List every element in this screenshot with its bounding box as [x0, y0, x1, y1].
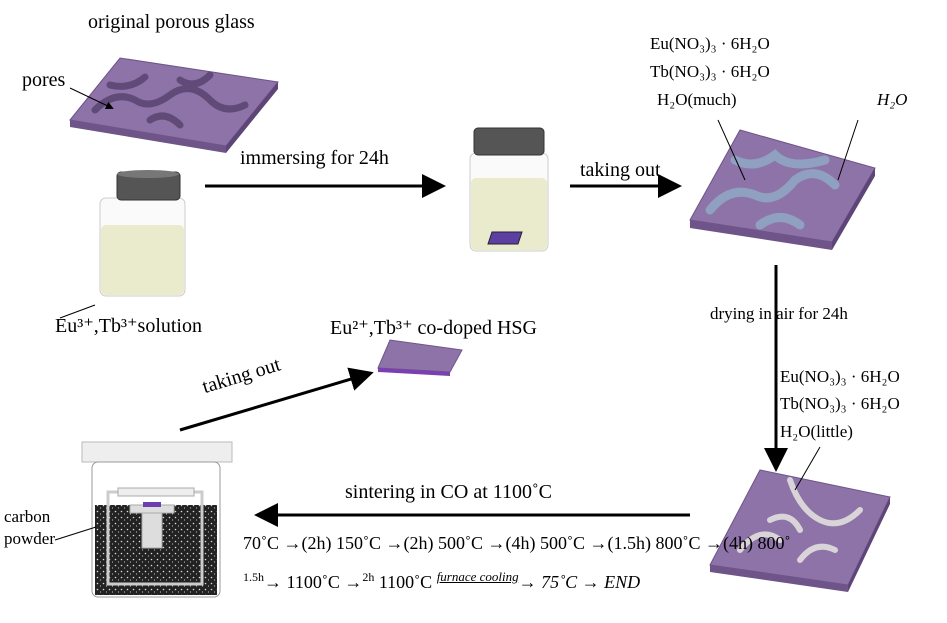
original-glass-label: original porous glass	[88, 11, 255, 33]
taking-out-arrow-2	[179, 367, 374, 432]
little-water-pointer	[794, 446, 821, 491]
schedule-line-1: 70˚C →(2h) 150˚C →(2h) 500˚C →(4h) 500˚C…	[243, 533, 791, 553]
end-label: 75˚C → END	[541, 572, 641, 592]
solution-pointer	[59, 304, 96, 319]
pores-label: pores	[22, 69, 66, 91]
solution-label: Eu³⁺,Tb³⁺solution	[55, 315, 202, 337]
carbon-label: carbon	[4, 507, 51, 526]
sintering-label: sintering in CO at 1100˚C	[345, 481, 553, 503]
pores-pointer	[69, 87, 114, 110]
dried-tb-label: Tb(NO₃)₃ · 6H₂O	[780, 394, 900, 413]
taking-out-label-1: taking out	[580, 159, 661, 181]
original-porous-glass-plate	[69, 57, 279, 153]
water-label: H₂O	[877, 90, 908, 109]
crucible	[81, 441, 233, 598]
vial-immersed	[469, 127, 549, 252]
dried-glass-plate	[709, 469, 891, 592]
little-water-label: H₂O(little)	[780, 422, 853, 441]
step-duration: 2h	[362, 570, 375, 584]
product-label: Eu²⁺,Tb³⁺ co-doped HSG	[330, 317, 537, 339]
much-water-label: H₂O(much)	[657, 90, 737, 109]
furnace-cooling-label: furnace cooling	[436, 569, 519, 584]
dried-eu-label: Eu(NO₃)₃ · 6H₂O	[780, 367, 900, 386]
powder-label: powder	[4, 529, 55, 548]
much-water-pointer	[717, 119, 746, 181]
tb-nitrate-label: Tb(NO₃)₃ · 6H₂O	[650, 62, 770, 81]
eu-nitrate-label: Eu(NO₃)₃ · 6H₂O	[650, 34, 770, 53]
drying-label: drying in air for 24h	[710, 304, 848, 323]
vial-solution	[99, 170, 186, 297]
immersing-label: immersing for 24h	[240, 147, 389, 169]
step-duration: 1.5h	[243, 570, 264, 584]
schedule-line-2: 1.5h→ 1100˚C →2h 1100˚C furnace cooling→…	[243, 569, 641, 592]
water-pointer	[837, 119, 859, 181]
temp: 1100˚C	[286, 572, 340, 592]
product-plate	[377, 339, 463, 376]
carbon-pointer	[54, 526, 97, 541]
wet-glass-plate	[689, 129, 876, 250]
temp: 1100˚C	[378, 572, 433, 592]
